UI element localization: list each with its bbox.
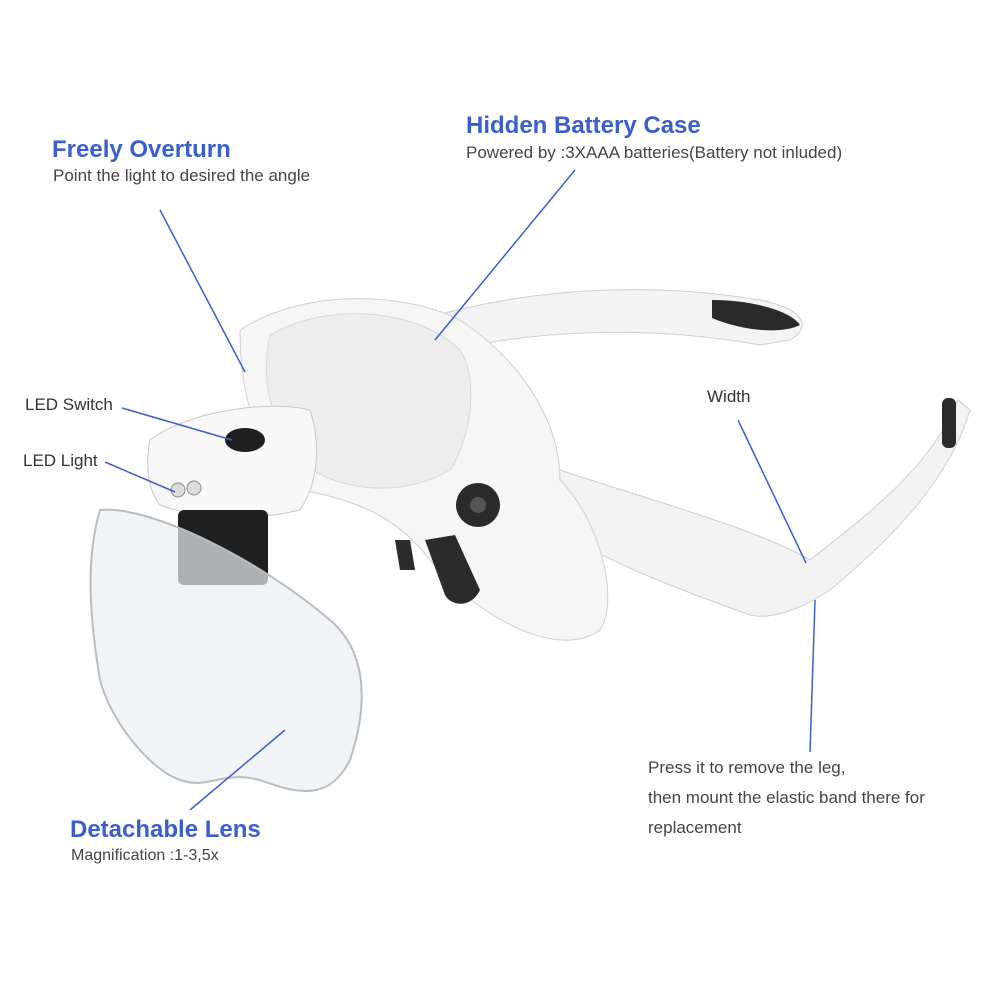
width-pointer bbox=[737, 419, 807, 564]
detachable-lens-subtitle: Magnification :1-3,5x bbox=[71, 847, 219, 864]
temple-arm bbox=[419, 289, 803, 351]
led-light-label: LED Light bbox=[23, 451, 98, 470]
lens-pointer bbox=[189, 729, 286, 811]
remove-leg-line: replacement bbox=[648, 818, 742, 837]
freely-overturn-pointer bbox=[159, 209, 246, 373]
led-bulb-left bbox=[170, 482, 186, 498]
led-switch-label: LED Switch bbox=[25, 395, 113, 414]
led-light-pointer bbox=[104, 461, 176, 493]
adjust-lever bbox=[425, 535, 480, 604]
battery-case-pointer bbox=[434, 169, 576, 341]
battery-case-subtitle: Powered by :3XAAA batteries(Battery not … bbox=[466, 143, 843, 162]
freely-overturn-title: Freely Overturn bbox=[52, 136, 231, 163]
remove-leg-line: then mount the elastic band there for bbox=[648, 788, 925, 807]
magnifier-lens bbox=[89, 508, 363, 792]
led-switch-button bbox=[225, 428, 265, 452]
led-switch-pointer bbox=[121, 407, 233, 441]
detachable-lens-title: Detachable Lens bbox=[70, 816, 261, 843]
led-bulb-right bbox=[186, 480, 202, 496]
freely-overturn-subtitle: Point the light to desired the angle bbox=[53, 166, 311, 185]
remove-leg-note: Press it to remove the leg, then mount t… bbox=[648, 753, 925, 843]
side-clip bbox=[942, 398, 956, 448]
side-band bbox=[539, 399, 971, 617]
width-label: Width bbox=[707, 387, 751, 406]
remove-leg-pointer bbox=[809, 599, 816, 753]
battery-case-title: Hidden Battery Case bbox=[466, 112, 701, 139]
remove-leg-line: Press it to remove the leg, bbox=[648, 758, 846, 777]
arm-grip bbox=[712, 300, 800, 331]
